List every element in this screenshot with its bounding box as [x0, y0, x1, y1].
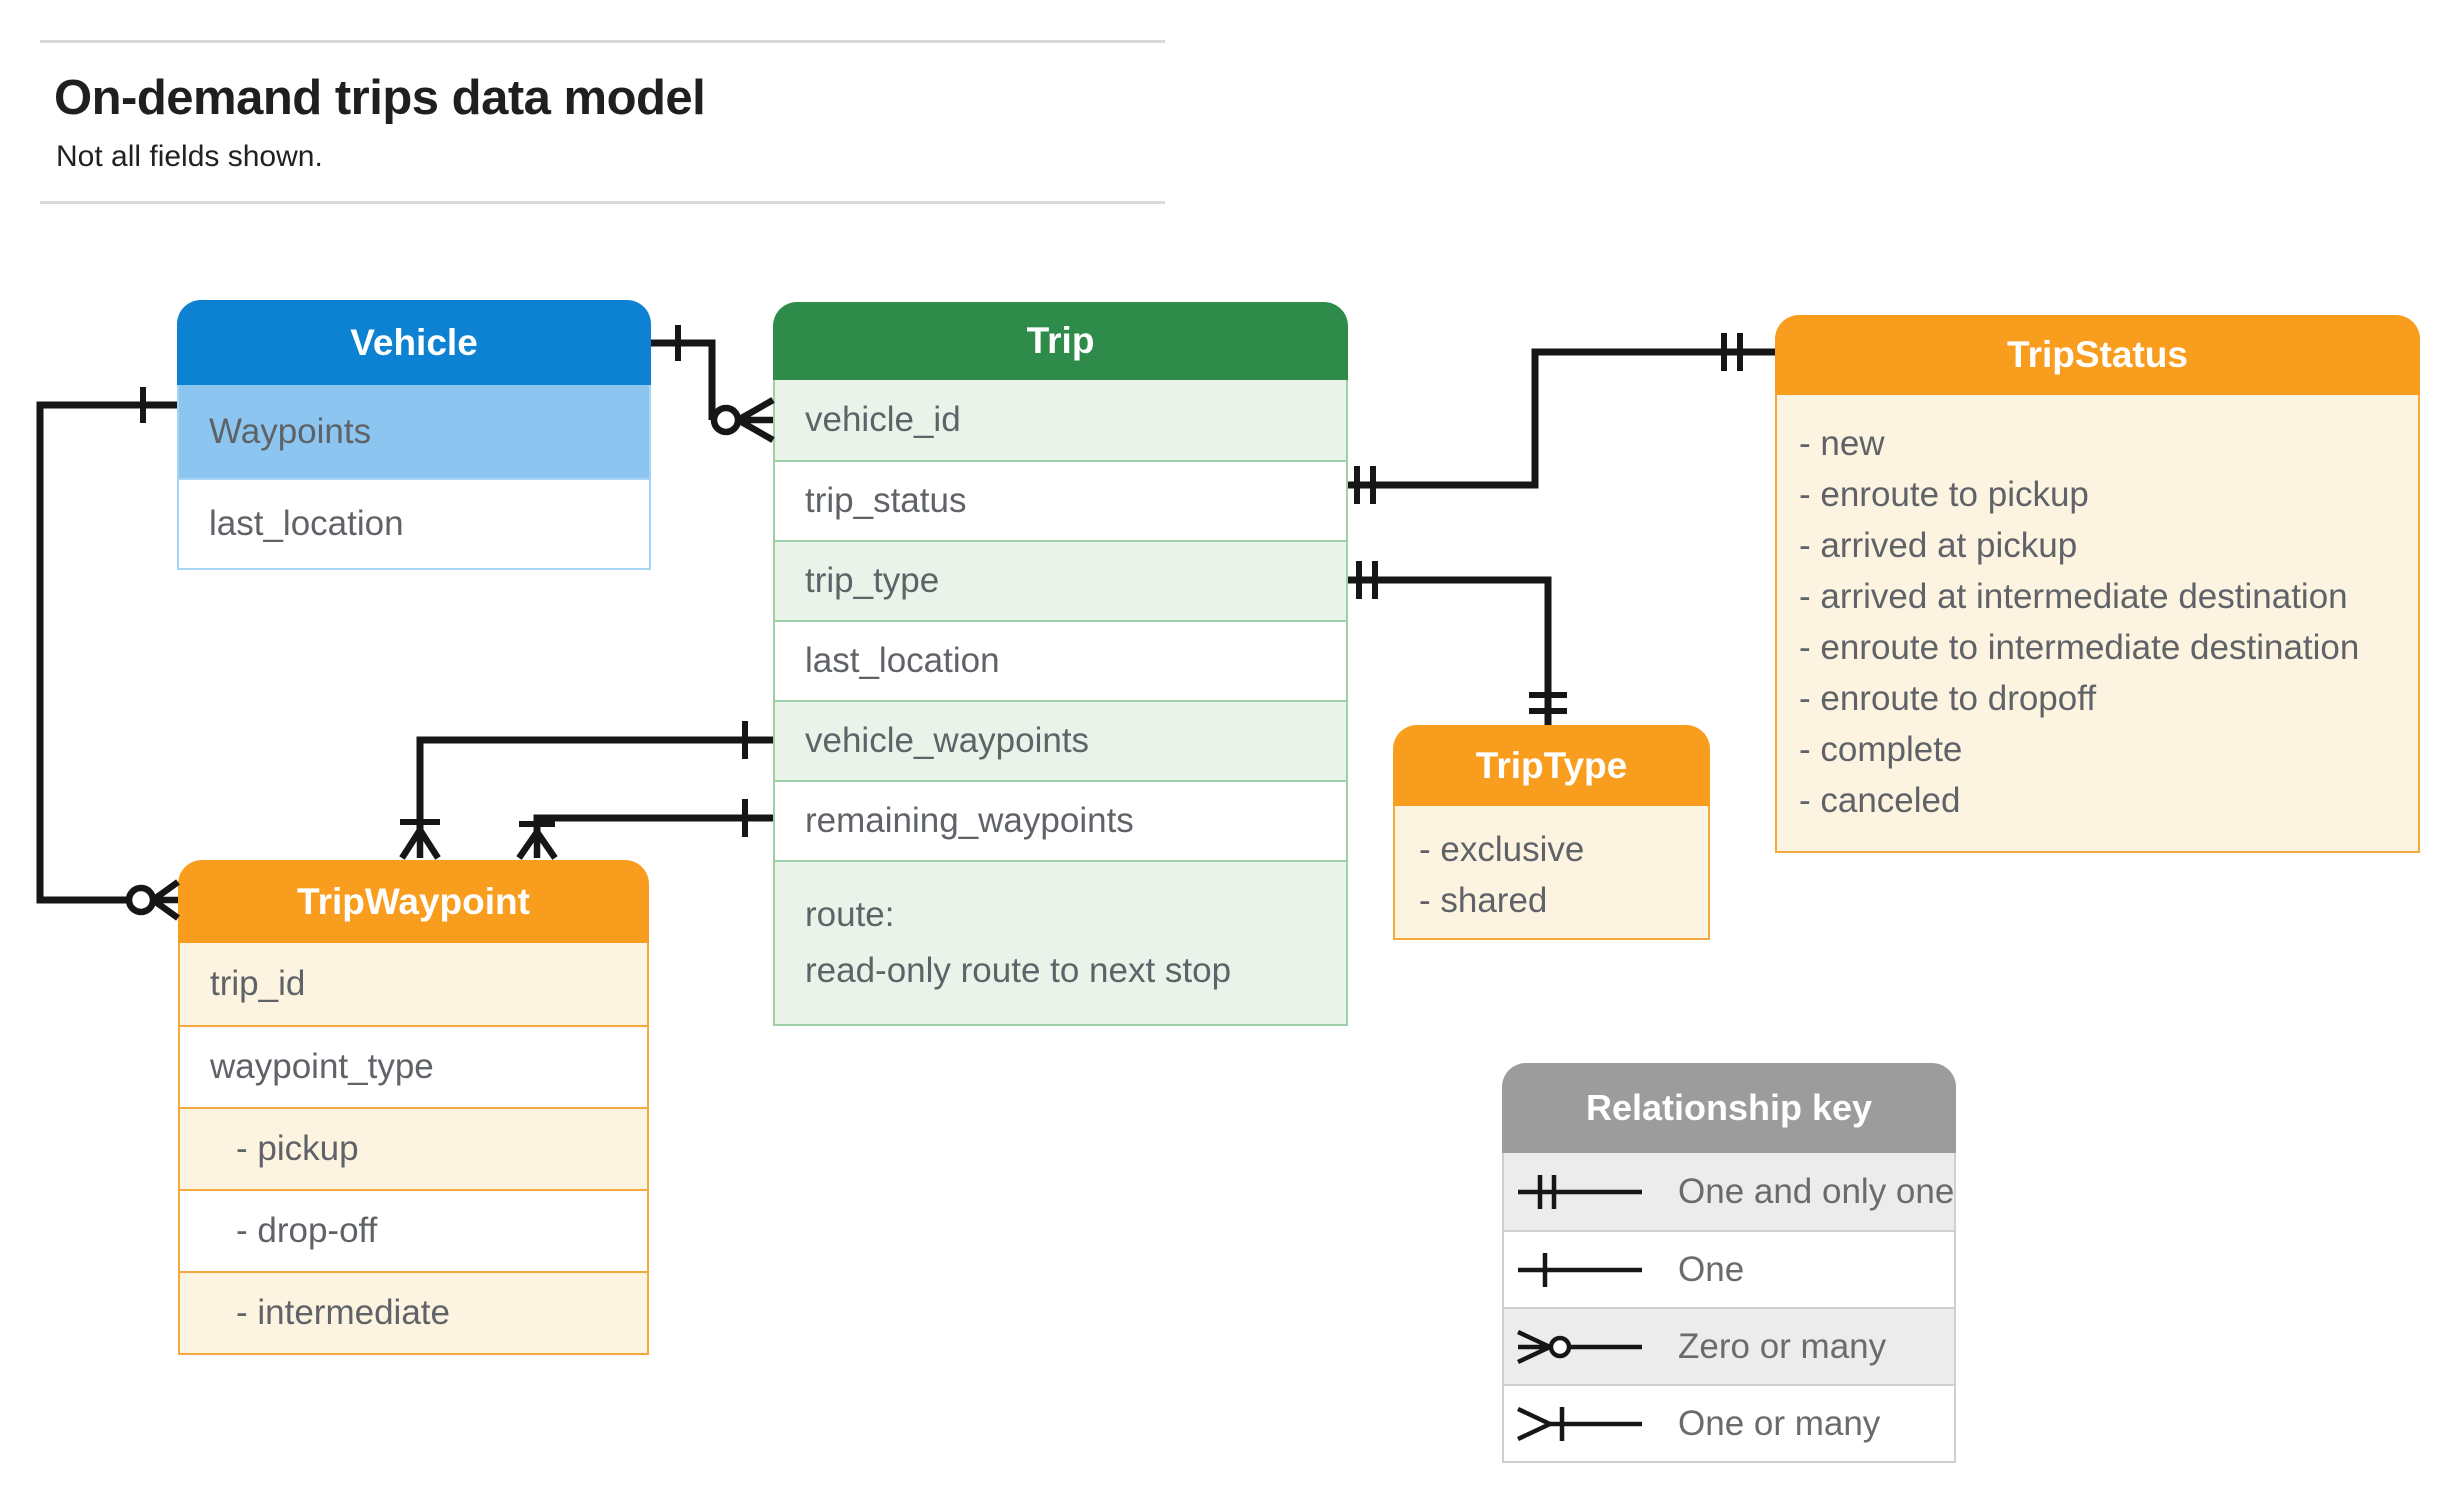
legend-row-one-or-many: One or many: [1504, 1384, 1954, 1461]
field-last-location: last_location: [179, 478, 649, 568]
entity-tripwaypoint-rows: trip_id waypoint_type - pickup - drop-of…: [178, 943, 649, 1355]
legend-label: Zero or many: [1678, 1326, 1887, 1366]
entity-tripwaypoint-header: TripWaypoint: [178, 860, 649, 943]
enum-intermediate: - intermediate: [180, 1271, 647, 1353]
enum-enroute-to-pickup: - enroute to pickup: [1799, 475, 2089, 514]
legend-label: One or many: [1678, 1403, 1881, 1443]
one-or-many-icon: [1517, 1406, 1642, 1441]
enum-new: - new: [1799, 424, 1885, 463]
legend-row-one-and-only-one: One and only one: [1504, 1153, 1954, 1230]
relationship-key: Relationship key One and only one One: [1502, 1063, 1956, 1463]
page-title: On-demand trips data model: [54, 71, 706, 125]
entity-tripstatus-header: TripStatus: [1775, 315, 2420, 395]
connector-vehicle-waypoints-to-tripwaypoint: [36, 387, 180, 921]
legend-label: One: [1678, 1249, 1745, 1289]
connector-trip-to-triptype: [1348, 561, 1567, 725]
entity-vehicle-rows: Waypoints last_location: [177, 385, 651, 570]
field-trip-id: trip_id: [180, 943, 647, 1025]
enum-drop-off: - drop-off: [180, 1189, 647, 1271]
field-route-line1: route:: [805, 895, 895, 934]
enum-canceled: - canceled: [1799, 781, 1961, 820]
entity-triptype-header: TripType: [1393, 725, 1710, 806]
divider-top: [40, 40, 1165, 43]
entity-triptype: TripType - exclusive - shared: [1393, 725, 1710, 940]
field-vehicle-id: vehicle_id: [775, 380, 1346, 460]
entity-trip-rows: vehicle_id trip_status trip_type last_lo…: [773, 380, 1348, 1026]
one-icon: [1518, 1252, 1642, 1287]
field-trip-type: trip_type: [775, 540, 1346, 620]
page-subtitle: Not all fields shown.: [56, 140, 323, 173]
legend-label: One and only one: [1678, 1171, 1955, 1211]
enum-shared: - shared: [1419, 881, 1548, 920]
entity-trip-header: Trip: [773, 302, 1348, 380]
one-and-only-one-icon: [1518, 1174, 1642, 1209]
enum-complete: - complete: [1799, 730, 1963, 769]
entity-vehicle: Vehicle Waypoints last_location: [177, 300, 651, 570]
enum-arrived-at-intermediate-destination: - arrived at intermediate destination: [1799, 577, 2348, 616]
field-last-location: last_location: [775, 620, 1346, 700]
entity-vehicle-header: Vehicle: [177, 300, 651, 385]
enum-enroute-to-intermediate-destination: - enroute to intermediate destination: [1799, 628, 2360, 667]
entity-trip: Trip vehicle_id trip_status trip_type la…: [773, 302, 1348, 1026]
connector-vehicle-to-trip: [651, 325, 775, 443]
field-trip-status: trip_status: [775, 460, 1346, 540]
enum-exclusive: - exclusive: [1419, 830, 1585, 869]
zero-or-many-icon: [1517, 1329, 1642, 1364]
field-remaining-waypoints: remaining_waypoints: [775, 780, 1346, 860]
legend-row-zero-or-many: Zero or many: [1504, 1307, 1954, 1384]
entity-tripstatus-body: - new - enroute to pickup - arrived at p…: [1775, 395, 2420, 853]
relationship-key-header: Relationship key: [1502, 1063, 1956, 1153]
field-waypoints: Waypoints: [179, 385, 649, 478]
field-route: route: read-only route to next stop: [775, 860, 1346, 1024]
legend-row-one: One: [1504, 1230, 1954, 1307]
connector-trip-remainingwaypoints-to-tripwaypoint: [516, 799, 773, 860]
entity-triptype-body: - exclusive - shared: [1393, 806, 1710, 940]
enum-enroute-to-dropoff: - enroute to dropoff: [1799, 679, 2097, 718]
field-waypoint-type: waypoint_type: [180, 1025, 647, 1107]
entity-tripstatus: TripStatus - new - enroute to pickup - a…: [1775, 315, 2420, 853]
enum-pickup: - pickup: [180, 1107, 647, 1189]
entity-tripwaypoint: TripWaypoint trip_id waypoint_type - pic…: [178, 860, 649, 1355]
relationship-key-rows: One and only one One Zer: [1502, 1153, 1956, 1463]
enum-arrived-at-pickup: - arrived at pickup: [1799, 526, 2078, 565]
connector-trip-vehiclewaypoints-to-tripwaypoint: [399, 721, 773, 860]
divider-bottom: [40, 201, 1165, 204]
field-vehicle-waypoints: vehicle_waypoints: [775, 700, 1346, 780]
connector-trip-to-tripstatus: [1348, 333, 1775, 504]
field-route-line2: read-only route to next stop: [805, 951, 1232, 990]
